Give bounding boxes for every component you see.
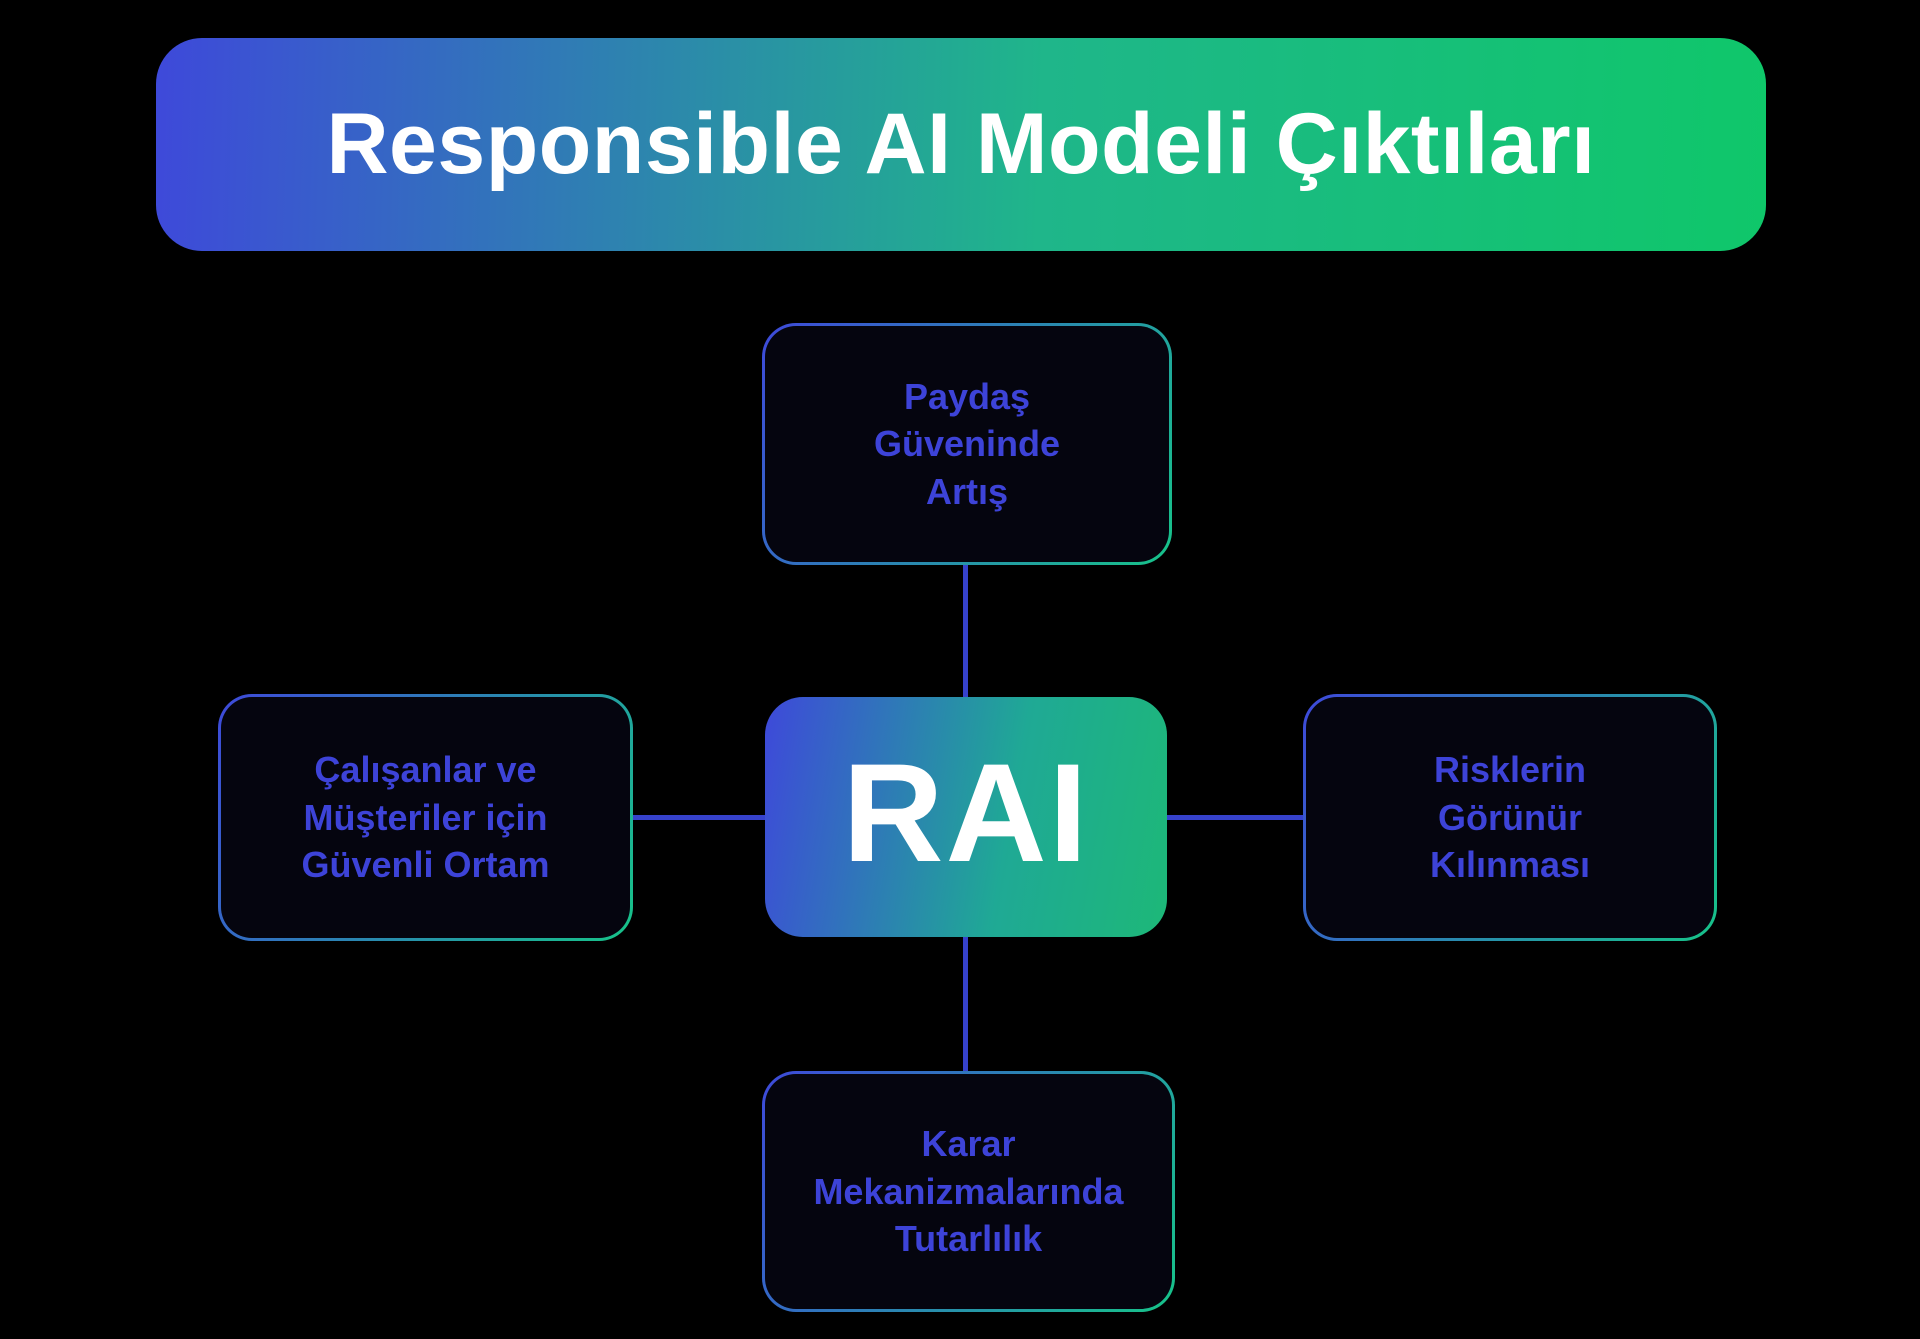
node-stakeholder-trust-body: Paydaş Güveninde Artış xyxy=(765,326,1169,562)
node-decision-consistency-body: Karar Mekanizmalarında Tutarlılık xyxy=(765,1074,1172,1309)
node-safe-environment-label: Çalışanlar ve Müşteriler için Güvenli Or… xyxy=(301,749,550,886)
node-safe-environment-body: Çalışanlar ve Müşteriler için Güvenli Or… xyxy=(221,697,630,938)
header-banner: Responsible AI Modeli Çıktıları xyxy=(156,38,1766,251)
node-safe-environment: Çalışanlar ve Müşteriler için Güvenli Or… xyxy=(218,694,633,941)
node-risk-visibility-body: Risklerin Görünür Kılınması xyxy=(1306,697,1714,938)
connector-top xyxy=(963,565,968,697)
center-node-rai: RAI xyxy=(765,697,1167,937)
connector-bottom xyxy=(963,937,968,1071)
center-node-rai-label: RAI xyxy=(842,734,1090,891)
connector-right xyxy=(1167,815,1303,820)
node-risk-visibility-label: Risklerin Görünür Kılınması xyxy=(1429,749,1591,886)
connector-left xyxy=(633,815,765,820)
node-risk-visibility: Risklerin Görünür Kılınması xyxy=(1303,694,1717,941)
node-stakeholder-trust: Paydaş Güveninde Artış xyxy=(762,323,1172,565)
diagram-title: Responsible AI Modeli Çıktıları xyxy=(326,96,1596,192)
node-stakeholder-trust-label: Paydaş Güveninde Artış xyxy=(873,375,1061,512)
node-decision-consistency-label: Karar Mekanizmalarında Tutarlılık xyxy=(813,1123,1124,1260)
node-decision-consistency: Karar Mekanizmalarında Tutarlılık xyxy=(762,1071,1175,1312)
